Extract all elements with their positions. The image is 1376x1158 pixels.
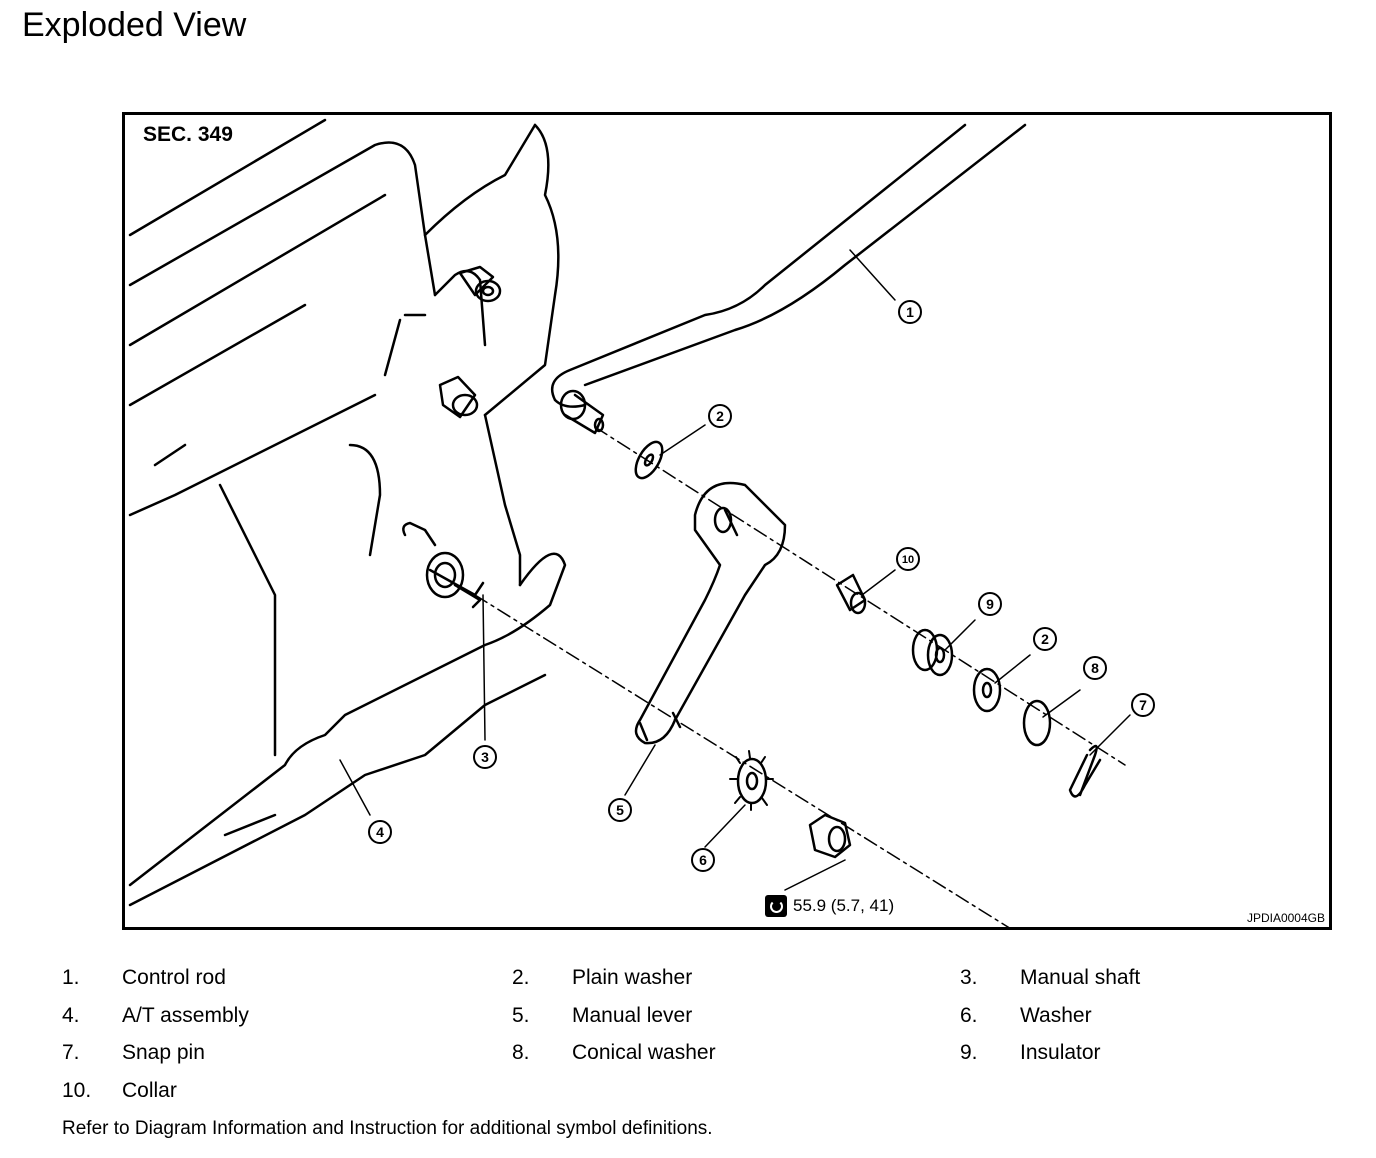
torque-spec: 55.9 (5.7, 41) xyxy=(765,895,894,917)
control-rod-drawing xyxy=(550,123,1027,435)
legend-item: 9.Insulator xyxy=(960,1041,1101,1064)
callout-2: 2 xyxy=(716,408,724,424)
torque-wrench-icon xyxy=(765,895,787,917)
collar-drawing xyxy=(835,573,867,615)
nut-drawing xyxy=(808,813,852,859)
leader-lines xyxy=(339,249,1131,891)
section-label: SEC. 349 xyxy=(143,123,233,146)
assembly-axis-lines xyxy=(474,426,1126,927)
legend-item: 6.Washer xyxy=(960,1004,1092,1027)
legend-item: 8.Conical washer xyxy=(512,1041,716,1064)
callout-5: 5 xyxy=(616,802,624,818)
callout-7: 7 xyxy=(1139,697,1147,713)
torque-value: 55.9 (5.7, 41) xyxy=(793,896,895,915)
callout-8: 8 xyxy=(1091,660,1099,676)
callout-1: 1 xyxy=(906,304,914,320)
legend-item: 2.Plain washer xyxy=(512,966,693,989)
manual-lever-drawing xyxy=(634,481,787,745)
legend-item: 7.Snap pin xyxy=(62,1041,205,1064)
legend-item: 4.A/T assembly xyxy=(62,1004,249,1027)
callout-10: 10 xyxy=(902,554,914,566)
legend-item: 5.Manual lever xyxy=(512,1004,693,1027)
legend-item: 1.Control rod xyxy=(62,966,226,989)
page-title: Exploded View xyxy=(22,6,247,44)
exploded-view-drawing: 1 2 3 4 5 6 7 8 9 10 2 xyxy=(128,118,1155,927)
at-assembly-drawing xyxy=(128,118,567,907)
serrated-washer-drawing xyxy=(729,750,774,811)
callout-6: 6 xyxy=(699,852,707,868)
legend-item: 3.Manual shaft xyxy=(960,966,1141,989)
snap-pin-drawing xyxy=(1068,744,1102,798)
plain-washer-drawing xyxy=(634,440,664,480)
footnote: Refer to Diagram Information and Instruc… xyxy=(62,1118,713,1139)
legend-item: 10.Collar xyxy=(62,1079,177,1102)
conical-washer-drawing xyxy=(1022,699,1052,747)
callout-3: 3 xyxy=(481,749,489,765)
image-code: JPDIA0004GB xyxy=(1246,911,1325,925)
callout-9: 9 xyxy=(986,596,994,612)
diagram-frame: 1 2 3 4 5 6 7 8 9 10 2 SEC. 349 55.9 (5.… xyxy=(122,112,1332,930)
callout-4: 4 xyxy=(376,824,384,840)
callout-circles xyxy=(368,300,1155,872)
insulator-drawing xyxy=(911,628,954,677)
callout-2-lower: 2 xyxy=(1041,631,1049,647)
plain-washer-lower-drawing xyxy=(972,667,1002,713)
